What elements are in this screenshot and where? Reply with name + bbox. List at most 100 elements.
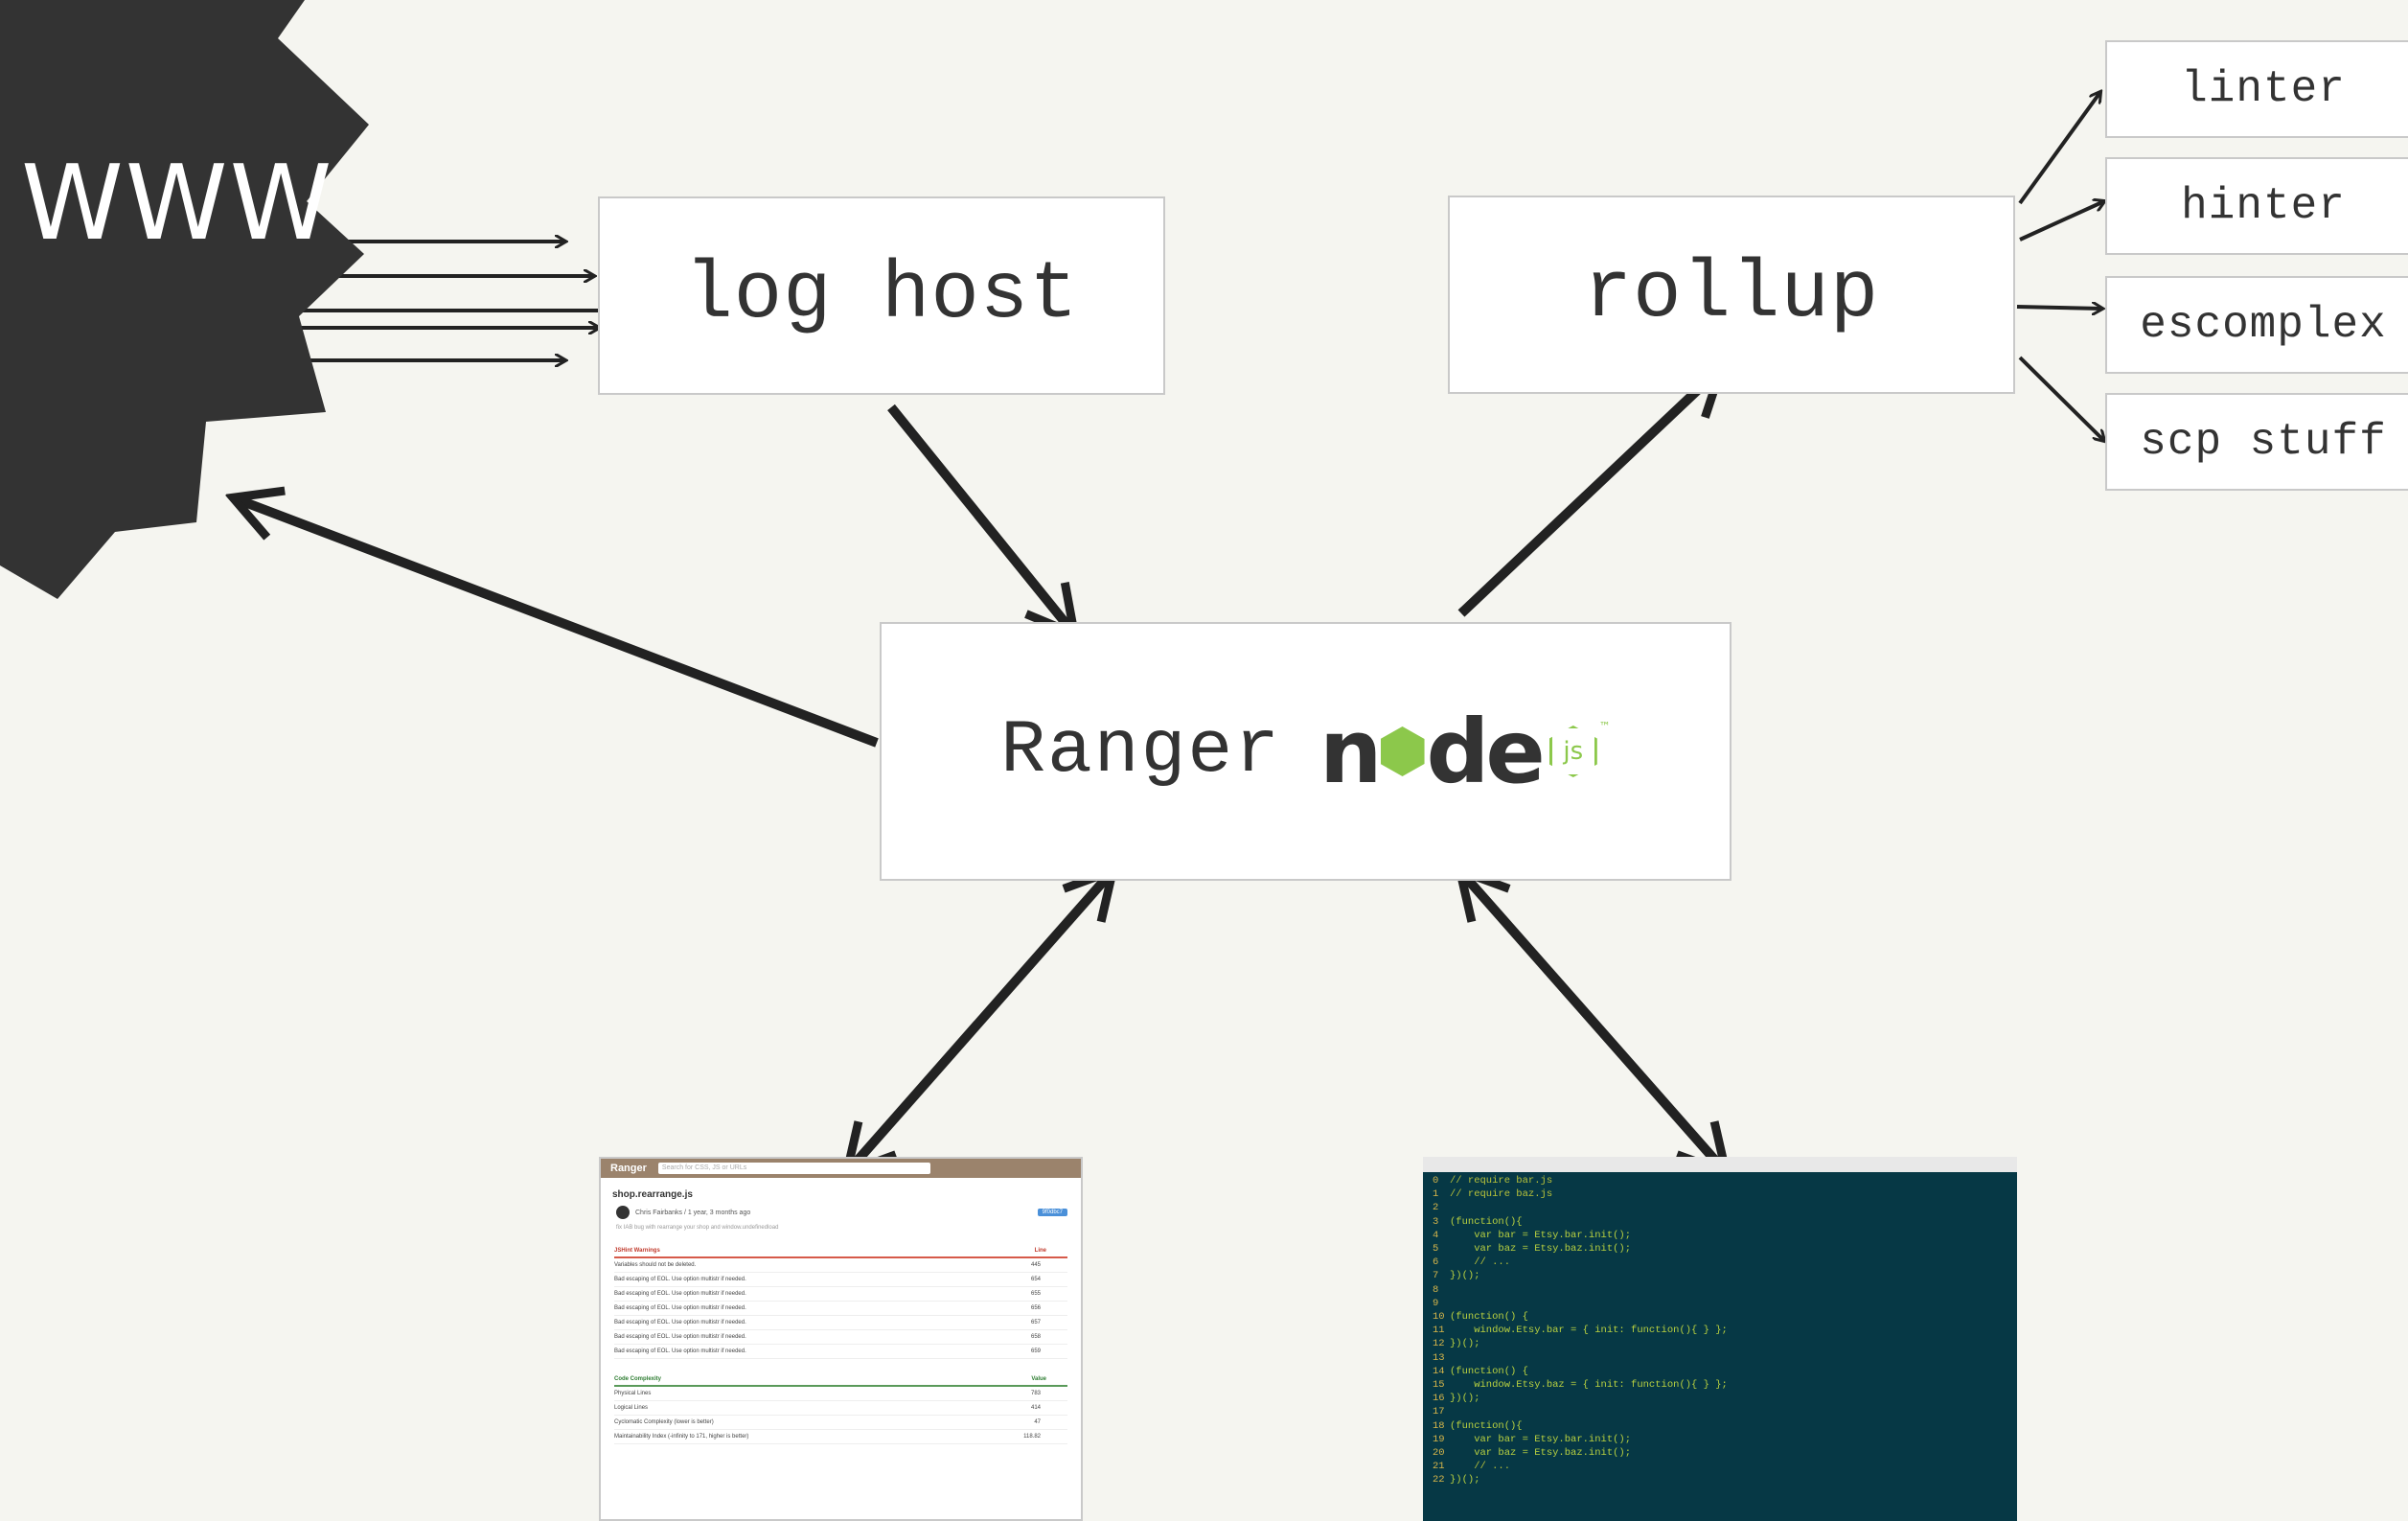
code-text: (function() { [1450,1365,1528,1377]
commit-hash-badge[interactable]: 9f0dbc7 [1037,1209,1067,1216]
ranger-app-brand: Ranger [610,1163,647,1174]
row-value: 118.82 [1023,1434,1041,1440]
code-text: (function(){ [1450,1419,1523,1432]
ranger-app-search-input[interactable]: Search for CSS, JS or URLs [657,1163,930,1174]
jshint-title: JSHint Warnings [614,1248,660,1254]
row-text: Maintainability Index (-infinity to 171,… [614,1434,749,1440]
line-number: 12 [1433,1338,1445,1350]
code-line: 14 (function() { [1423,1365,2017,1378]
code-text: })(); [1450,1474,1480,1486]
close-dot-icon[interactable] [1429,1161,1436,1168]
row-value: 783 [1030,1391,1041,1396]
tool-label: scp stuff [2140,417,2387,467]
code-line: 16 })(); [1423,1392,2017,1405]
table-row: Bad escaping of EOL. Use option multistr… [614,1345,1067,1359]
code-line: 17 [1423,1405,2017,1418]
code-text: (function() { [1450,1311,1528,1324]
tool-label: hinter [2181,181,2346,231]
nodejs-logo: n de js ™ [1319,701,1611,803]
code-text: })(); [1450,1338,1480,1350]
line-number: 19 [1433,1433,1445,1445]
row-text: Physical Lines [614,1391,652,1396]
line-number: 16 [1433,1393,1445,1405]
line-number: 9 [1433,1297,1439,1309]
line-number: 14 [1433,1365,1445,1377]
ranger-box: Ranger n de js ™ [880,622,1731,881]
row-text: Bad escaping of EOL. Use option multistr… [614,1348,746,1354]
avatar [616,1206,630,1219]
complexity-col-value: Value [1031,1376,1046,1382]
rollup-to-scp-arrow [2018,356,2104,441]
line-number: 0 [1433,1175,1439,1187]
ranger-to-rollup-arrow [1457,369,1720,617]
line-number: 21 [1433,1461,1445,1473]
line-number: 3 [1433,1215,1439,1228]
table-row: Cyclomatic Complexity (lower is better)4… [614,1416,1067,1430]
complexity-title: Code Complexity [614,1376,662,1382]
loghost-to-ranger-arrow [887,403,1073,633]
jshint-table: JSHint Warnings Line Variables should no… [614,1248,1067,1359]
jshint-header: JSHint Warnings Line [614,1248,1067,1258]
tool-box-linter: linter [2105,40,2408,138]
table-row: Logical Lines 414 [614,1401,1067,1416]
code-line: 1// require baz.js [1423,1187,2017,1201]
code-line: 5 var baz = Etsy.baz.init(); [1423,1242,2017,1256]
line-number: 7 [1433,1270,1439,1282]
code-line: 11 window.Etsy.bar = { init: function(){… [1423,1324,2017,1337]
line-number: 15 [1433,1379,1445,1392]
rollup-box: rollup [1448,196,2015,394]
table-row: Bad escaping of EOL. Use option multistr… [614,1287,1067,1302]
commit-author: Chris Fairbanks / 1 year, 3 months ago [635,1209,751,1216]
line-number: 13 [1433,1351,1445,1364]
code-line: 0 // require bar.js [1423,1174,2017,1187]
code-text: // require bar.js [1450,1175,1553,1187]
table-row: Variables should not be deleted.445 [614,1258,1067,1273]
row-value: 659 [1030,1348,1041,1354]
zoom-dot-icon[interactable] [1452,1161,1459,1168]
code-text: var baz = Etsy.baz.init(); [1450,1243,1632,1256]
line-number: 5 [1433,1243,1439,1256]
row-text: Bad escaping of EOL. Use option multistr… [614,1334,746,1340]
window-controls [1429,1161,1459,1168]
js-badge-icon: js [1548,726,1597,777]
log-host-label: log host [684,250,1079,341]
rollup-label: rollup [1583,249,1880,340]
row-value: 414 [1030,1405,1041,1411]
row-text: Bad escaping of EOL. Use option multistr… [614,1277,746,1282]
jshint-col-line: Line [1034,1248,1046,1254]
row-text: Logical Lines [614,1405,649,1411]
node-logo-hex-icon [1380,726,1425,776]
minimize-dot-icon[interactable] [1440,1161,1448,1168]
commit-author-row: Chris Fairbanks / 1 year, 3 months ago 9… [616,1206,1081,1219]
rollup-to-hinter-arrow [2019,201,2104,242]
code-line: 22})(); [1423,1473,2017,1486]
table-row: Bad escaping of EOL. Use option multistr… [614,1302,1067,1316]
code-line: 12 })(); [1423,1337,2017,1350]
tool-box-escomplex: escomplex [2105,276,2408,374]
code-line: 19 var bar = Etsy.bar.init(); [1423,1433,2017,1446]
row-value: 47 [1034,1419,1041,1425]
row-text: Bad escaping of EOL. Use option multistr… [614,1291,746,1297]
code-text: })(); [1450,1393,1480,1405]
code-line: 4 var bar = Etsy.bar.init(); [1423,1229,2017,1242]
row-value: 658 [1030,1334,1041,1340]
code-text: // require baz.js [1450,1188,1553,1201]
ranger-webshot-arrow [848,872,1112,1171]
line-number: 11 [1433,1325,1445,1337]
code-line: 9 [1423,1297,2017,1310]
code-text: var bar = Etsy.bar.init(); [1450,1229,1632,1241]
row-value: 657 [1030,1320,1041,1325]
table-row: Maintainability Index (-infinity to 171,… [614,1430,1067,1444]
www-starburst [0,0,369,599]
code-line: 10(function() { [1423,1310,2017,1324]
node-logo-n: n [1319,700,1382,803]
ranger-to-www-arrow [235,498,879,748]
code-text: var baz = Etsy.baz.init(); [1450,1447,1632,1460]
line-number: 20 [1433,1447,1445,1460]
line-number: 8 [1433,1283,1439,1296]
tool-label: linter [2181,64,2346,114]
line-number: 17 [1433,1406,1445,1418]
code-line: 18(function(){ [1423,1419,2017,1433]
